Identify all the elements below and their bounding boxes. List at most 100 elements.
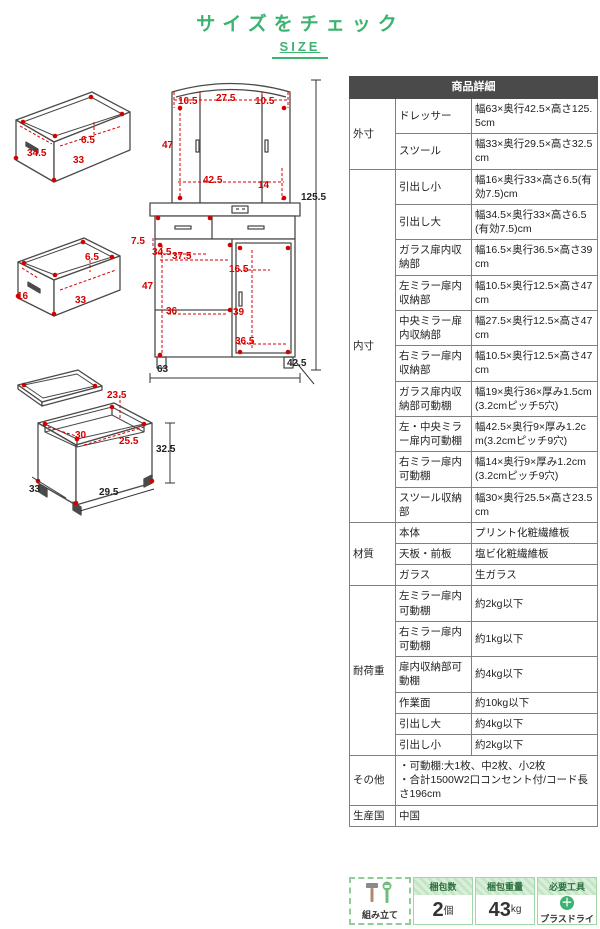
package-count-label: 梱包数: [414, 878, 472, 895]
assembly-label: 組み立て: [361, 910, 398, 920]
value-cell: 幅27.5×奥行12.5×高さ47cm: [470, 309, 599, 347]
dimension-label: 125.5: [301, 192, 327, 203]
item-cell: 扉内収納部可動棚: [395, 656, 472, 693]
value-cell: 塩ビ化粧繊維板: [470, 543, 599, 566]
size-subtitle: SIZE: [0, 38, 600, 59]
category-cell: 生産国: [349, 804, 396, 827]
table-row: 天板・前板塩ビ化粧繊維板: [350, 543, 599, 566]
item-cell: 引出し大: [395, 712, 472, 735]
dimension-label: 63: [157, 364, 169, 375]
hammer-wrench-icon: [351, 879, 409, 907]
value-cell: 幅14×奥行9×厚み1.2cm(3.2cmピッチ9穴): [470, 451, 599, 488]
dimension-label: 16.5: [229, 264, 249, 275]
dresser-diagram: [149, 79, 321, 385]
dimension-label: 16: [17, 291, 29, 302]
value-cell: プリント化粧繊維板: [470, 521, 599, 545]
item-cell: 引出し小: [395, 168, 472, 205]
dimension-label: 29.5: [99, 487, 119, 498]
table-row: その他・可動棚:大1枚、中2枚、小2枚 ・合計1500W2口コンセント付/コード…: [349, 755, 599, 806]
value-cell: 約4kg以下: [470, 656, 599, 693]
value-cell: ・可動棚:大1枚、中2枚、小2枚 ・合計1500W2口コンセント付/コード長さ1…: [394, 755, 599, 806]
package-weight-value: 43: [488, 898, 511, 921]
footer-icons: 組み立て 梱包数 2 個 梱包重量 43 kg 必要工具 ＋ プラスドライバー: [349, 877, 597, 925]
table-row: 中央ミラー扉内収納部幅27.5×奥行12.5×高さ47cm: [350, 309, 599, 347]
table-row: 材質本体プリント化粧繊維板: [349, 521, 599, 587]
assembly-box: 組み立て: [349, 877, 411, 925]
table-row: 右ミラー扉内可動棚幅14×奥行9×厚み1.2cm(3.2cmピッチ9穴): [350, 451, 599, 488]
item-cell: 左ミラー扉内収納部: [395, 274, 472, 311]
item-cell: ガラス扉内収納部: [395, 239, 472, 276]
dimension-label: 6.5: [81, 135, 95, 146]
item-cell: 引出し大: [395, 203, 472, 241]
table-title: 商品詳細: [348, 76, 599, 99]
category-cell: その他: [349, 755, 396, 806]
size-label: SIZE: [271, 39, 329, 59]
table-row: 耐荷重左ミラー扉内可動棚約2kg以下: [349, 585, 599, 757]
dimension-label: 27.5: [216, 93, 236, 104]
value-cell: 幅30×奥行25.5×高さ23.5cm: [470, 486, 599, 523]
value-cell: 約4kg以下: [470, 712, 599, 735]
dimension-label: 42.5: [203, 175, 223, 186]
value-cell: 幅63×奥行42.5×高さ125.5cm: [470, 97, 599, 135]
table-row: スツール収納部幅30×奥行25.5×高さ23.5cm: [350, 486, 599, 523]
required-tools-value: プラスドライバー: [540, 914, 594, 924]
dimension-label: 6.5: [85, 252, 99, 263]
package-count-box: 梱包数 2 個: [413, 877, 473, 925]
item-cell: 右ミラー扉内可動棚: [395, 620, 472, 658]
value-cell: 約10kg以下: [470, 691, 599, 714]
value-cell: 幅33×奥行29.5×高さ32.5cm: [470, 133, 599, 170]
package-weight-box: 梱包重量 43 kg: [475, 877, 535, 925]
drawer-small-diagram: [15, 237, 121, 317]
table-row: 左ミラー扉内収納部幅10.5×奥行12.5×高さ47cm: [350, 274, 599, 311]
package-count-unit: 個: [443, 906, 454, 917]
dimension-label: 33: [73, 155, 85, 166]
category-cell: 耐荷重: [349, 585, 396, 757]
item-cell: 中央ミラー扉内収納部: [395, 309, 472, 347]
dimension-label: 47: [142, 281, 154, 292]
category-cell: 材質: [349, 521, 396, 587]
value-cell: 幅34.5×奥行33×高さ6.5(有効7.5)cm: [470, 203, 599, 241]
value-cell: 約2kg以下: [470, 585, 599, 622]
item-cell: ドレッサー: [395, 97, 472, 135]
item-cell: スツール収納部: [395, 486, 472, 523]
table-row: 内寸引出し小幅16×奥行33×高さ6.5(有効7.5)cm: [349, 168, 599, 523]
value-cell: 幅16×奥行33×高さ6.5(有効7.5)cm: [470, 168, 599, 205]
dimension-label: 34.5: [27, 148, 47, 159]
value-cell: 幅19×奥行36×厚み1.5cm(3.2cmピッチ5穴): [470, 380, 599, 417]
dimension-label: 33: [75, 295, 87, 306]
required-tools-box: 必要工具 ＋ プラスドライバー: [537, 877, 597, 925]
table-row: 扉内収納部可動棚約4kg以下: [350, 656, 599, 693]
table-row: 外寸ドレッサー幅63×奥行42.5×高さ125.5cm: [349, 97, 599, 170]
value-cell: 幅42.5×奥行9×厚み1.2cm(3.2cmピッチ9穴): [470, 415, 599, 453]
dimension-label: 47: [162, 140, 174, 151]
dimension-label: 7.5: [131, 236, 145, 247]
table-row: 左・中央ミラー扉内可動棚幅42.5×奥行9×厚み1.2cm(3.2cmピッチ9穴…: [350, 415, 599, 453]
dimension-label: 36: [166, 306, 178, 317]
item-cell: ガラス扉内収納部可動棚: [395, 380, 472, 417]
item-cell: ガラス: [395, 564, 472, 587]
item-cell: 左ミラー扉内可動棚: [395, 585, 472, 622]
item-cell: 作業面: [395, 691, 472, 714]
value-cell: 幅10.5×奥行12.5×高さ47cm: [470, 274, 599, 311]
value-cell: 幅16.5×奥行36.5×高さ39cm: [470, 239, 599, 276]
value-cell: 約2kg以下: [470, 733, 599, 757]
table-row: 右ミラー扉内収納部幅10.5×奥行12.5×高さ47cm: [350, 345, 599, 382]
dimension-label: 23.5: [107, 390, 127, 401]
category-cell: 内寸: [349, 168, 396, 523]
package-weight-unit: kg: [510, 904, 522, 915]
package-weight-label: 梱包重量: [476, 878, 534, 895]
item-cell: 右ミラー扉内収納部: [395, 345, 472, 382]
dimension-label: 37.5: [172, 251, 192, 262]
dimension-label: 36.5: [235, 336, 255, 347]
table-row: 引出し小約2kg以下: [350, 733, 599, 757]
table-row: スツール幅33×奥行29.5×高さ32.5cm: [350, 133, 599, 170]
dimension-label: 32.5: [156, 444, 176, 455]
table-row: ガラス扉内収納部可動棚幅19×奥行36×厚み1.5cm(3.2cmピッチ5穴): [350, 380, 599, 417]
category-cell: 外寸: [349, 97, 396, 170]
package-count-value: 2: [432, 898, 444, 921]
table-row: 引出し大幅34.5×奥行33×高さ6.5(有効7.5)cm: [350, 203, 599, 241]
stool-diagram: [17, 369, 175, 516]
